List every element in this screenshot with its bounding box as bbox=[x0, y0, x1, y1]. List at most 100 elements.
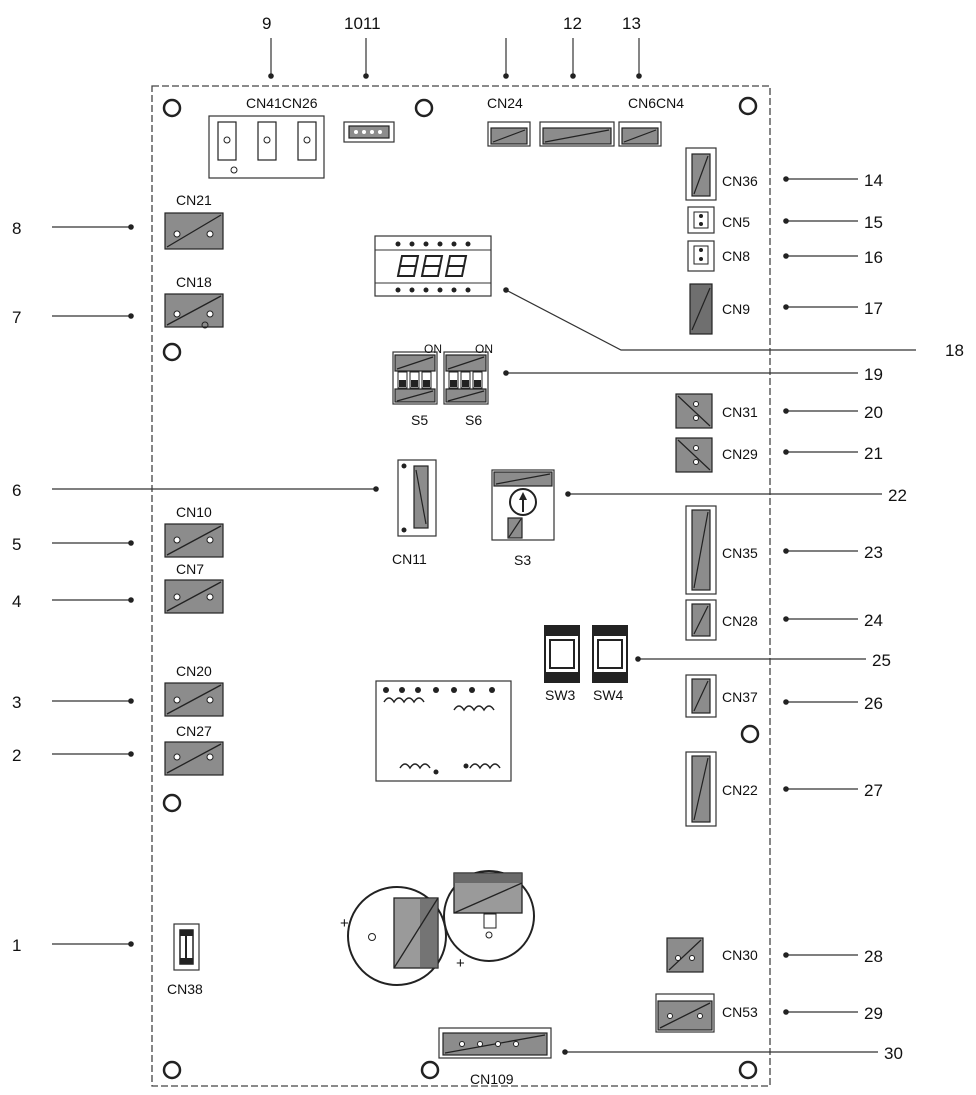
label-cn30: CN30 bbox=[722, 947, 758, 963]
cn30-connector bbox=[666, 937, 704, 973]
label-cn109: CN109 bbox=[470, 1071, 514, 1087]
mounting-hole bbox=[162, 793, 182, 813]
mounting-hole bbox=[162, 1060, 182, 1080]
cn109-connector bbox=[438, 1027, 552, 1059]
callout-19: 19 bbox=[864, 365, 883, 384]
s3-rotary-switch bbox=[491, 469, 555, 541]
mounting-hole bbox=[162, 342, 182, 362]
callout-13: 13 bbox=[622, 14, 641, 33]
cn11-connector bbox=[397, 459, 437, 537]
callout-12: 12 bbox=[563, 14, 582, 33]
mounting-hole bbox=[738, 96, 758, 116]
label-cn27: CN27 bbox=[176, 723, 212, 739]
cn7-connector bbox=[164, 579, 224, 614]
label-cn41cn26: CN41CN26 bbox=[246, 95, 318, 111]
cn21-connector bbox=[164, 212, 224, 250]
callout-4: 4 bbox=[12, 592, 21, 611]
callout-16: 16 bbox=[864, 248, 883, 267]
relay-module bbox=[375, 680, 512, 782]
cn8-connector bbox=[687, 240, 715, 272]
board-outline bbox=[151, 85, 771, 1087]
callout-1: 1 bbox=[12, 936, 21, 955]
label-cn53: CN53 bbox=[722, 1004, 758, 1020]
cn22-connector bbox=[685, 751, 717, 827]
mounting-holes bbox=[162, 96, 760, 1080]
label-cn29: CN29 bbox=[722, 446, 758, 462]
label-on-s5: ON bbox=[424, 342, 442, 356]
cn10-connector bbox=[164, 523, 224, 558]
sw4-push-button bbox=[592, 625, 628, 683]
label-cn8: CN8 bbox=[722, 248, 750, 264]
label-cn28: CN28 bbox=[722, 613, 758, 629]
cn36-connector bbox=[685, 147, 717, 201]
label-sw4: SW4 bbox=[593, 687, 624, 703]
callout-9: 9 bbox=[262, 14, 271, 33]
cn9-connector bbox=[689, 283, 713, 335]
cn27-connector bbox=[164, 741, 224, 776]
label-capacitor-plus-right: + bbox=[456, 955, 465, 972]
callout-3: 3 bbox=[12, 693, 21, 712]
label-cn11: CN11 bbox=[392, 551, 427, 567]
label-cn24: CN24 bbox=[487, 95, 523, 111]
label-cn37: CN37 bbox=[722, 689, 758, 705]
callout-5: 5 bbox=[12, 535, 21, 554]
s6-dip-switch bbox=[443, 351, 489, 405]
mounting-hole bbox=[414, 98, 434, 118]
seven-segment-display bbox=[374, 235, 492, 297]
component-labels: CN41CN26 CN24 CN6CN4 CN21 CN18 CN10 CN7 … bbox=[167, 95, 758, 1087]
label-cn9: CN9 bbox=[722, 301, 750, 317]
cn53-connector bbox=[655, 993, 715, 1033]
cn26-header bbox=[343, 121, 395, 143]
callout-1011: 1011 bbox=[344, 14, 381, 33]
cn18-connector bbox=[164, 293, 224, 329]
label-s3: S3 bbox=[514, 552, 531, 568]
cn12-connector bbox=[539, 121, 615, 147]
label-capacitor-plus-left: + bbox=[340, 915, 349, 932]
label-on-s6: ON bbox=[475, 342, 493, 356]
label-cn18: CN18 bbox=[176, 274, 212, 290]
cn38-fuse bbox=[173, 923, 200, 971]
label-cn31: CN31 bbox=[722, 404, 758, 420]
callout-18: 18 bbox=[945, 341, 964, 360]
cn41-terminal-block bbox=[208, 115, 325, 179]
label-cn10: CN10 bbox=[176, 504, 212, 520]
cn5-connector bbox=[687, 206, 715, 234]
s5-dip-switch bbox=[392, 351, 438, 405]
callout-15: 15 bbox=[864, 213, 883, 232]
cn28-connector bbox=[685, 599, 717, 641]
leader-lines bbox=[52, 38, 916, 1055]
label-cn22: CN22 bbox=[722, 782, 758, 798]
callout-numbers: 9 1011 12 13 8 7 6 5 4 3 2 1 14 15 16 17… bbox=[12, 14, 964, 1063]
label-s6: S6 bbox=[465, 412, 482, 428]
label-cn7: CN7 bbox=[176, 561, 204, 577]
label-sw3: SW3 bbox=[545, 687, 576, 703]
callout-25: 25 bbox=[872, 651, 891, 670]
mounting-hole bbox=[740, 724, 760, 744]
callout-30: 30 bbox=[884, 1044, 903, 1063]
cn37-connector bbox=[685, 674, 717, 718]
label-cn35: CN35 bbox=[722, 545, 758, 561]
cn24-connector bbox=[487, 121, 531, 147]
callout-8: 8 bbox=[12, 219, 21, 238]
cn29-connector bbox=[675, 437, 713, 473]
callout-26: 26 bbox=[864, 694, 883, 713]
capacitor-left bbox=[347, 886, 447, 986]
label-cn38: CN38 bbox=[167, 981, 203, 997]
callout-22: 22 bbox=[888, 486, 907, 505]
capacitor-right bbox=[443, 870, 535, 962]
callout-20: 20 bbox=[864, 403, 883, 422]
callout-28: 28 bbox=[864, 947, 883, 966]
sw3-push-button bbox=[544, 625, 580, 683]
callout-29: 29 bbox=[864, 1004, 883, 1023]
callout-14: 14 bbox=[864, 171, 883, 190]
label-s5: S5 bbox=[411, 412, 428, 428]
label-cn36: CN36 bbox=[722, 173, 758, 189]
label-cn21: CN21 bbox=[176, 192, 212, 208]
label-cn6cn4: CN6CN4 bbox=[628, 95, 684, 111]
mounting-hole bbox=[420, 1060, 440, 1080]
callout-2: 2 bbox=[12, 746, 21, 765]
callout-24: 24 bbox=[864, 611, 883, 630]
cn4-connector bbox=[618, 121, 662, 147]
callout-6: 6 bbox=[12, 481, 21, 500]
